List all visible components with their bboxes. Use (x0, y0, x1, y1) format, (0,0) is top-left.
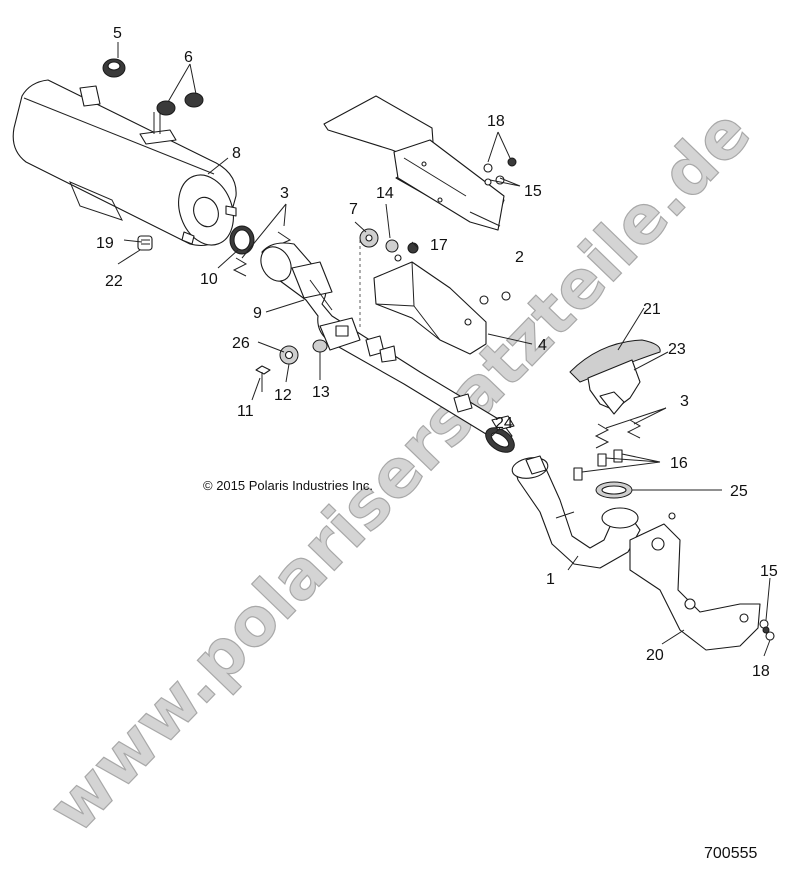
callout-17: 17 (430, 237, 448, 254)
callout-20: 20 (646, 647, 664, 664)
leader-lines (117, 42, 771, 657)
callout-19: 19 (96, 235, 114, 252)
callout-8: 8 (232, 145, 241, 162)
callout-1: 1 (546, 571, 555, 588)
gasket-10 (229, 225, 255, 255)
callout-22: 22 (105, 273, 123, 290)
gasket-25 (595, 481, 633, 499)
heat-shield-20 (629, 512, 761, 651)
callout-16: 16 (670, 455, 688, 472)
callout-2: 2 (515, 249, 524, 266)
hardware-15-18-lower (759, 619, 775, 641)
callout-7: 7 (349, 201, 358, 218)
fastener-group-11-12-13 (255, 339, 328, 392)
callout-21: 21 (643, 301, 661, 318)
callout-15-lower: 15 (760, 563, 778, 580)
callout-6: 6 (184, 49, 193, 66)
grommets-6 (156, 92, 204, 116)
hardware-7-14-17 (359, 228, 419, 262)
callout-23: 23 (668, 341, 686, 358)
callout-3-upper: 3 (280, 185, 289, 202)
callout-numbers: 5 6 8 3 19 22 10 9 26 11 12 13 7 14 17 1… (96, 25, 778, 680)
callout-26: 26 (232, 335, 250, 352)
copyright-text: © 2015 Polaris Industries Inc. (203, 478, 373, 493)
callout-13: 13 (312, 384, 330, 401)
hardware-18-15-top (483, 157, 517, 186)
callout-18-lower: 18 (752, 663, 770, 680)
callout-3-lower: 3 (680, 393, 689, 410)
callout-24: 24 (495, 415, 513, 432)
grommet-5 (102, 58, 126, 78)
hardware-near-4 (464, 291, 511, 326)
bolts-16 (573, 449, 623, 481)
clamp-24 (485, 415, 515, 453)
callout-9: 9 (253, 305, 262, 322)
callout-25: 25 (730, 483, 748, 500)
flange-21-23 (569, 339, 661, 415)
header-pipe-1 (511, 455, 641, 569)
diagram-id: 700555 (704, 845, 757, 862)
bolt-19-22 (137, 235, 153, 251)
callout-11: 11 (237, 403, 254, 420)
muffler-part (12, 79, 237, 247)
callout-5: 5 (113, 25, 122, 42)
callout-15-top: 15 (524, 183, 542, 200)
heat-shield-2 (323, 95, 505, 231)
callout-14: 14 (376, 185, 394, 202)
heat-shield-4 (373, 261, 487, 355)
callout-4: 4 (538, 337, 547, 354)
callout-18-top: 18 (487, 113, 505, 130)
callout-12: 12 (274, 387, 292, 404)
callout-10: 10 (200, 271, 218, 288)
mid-pipe-part (260, 242, 513, 447)
